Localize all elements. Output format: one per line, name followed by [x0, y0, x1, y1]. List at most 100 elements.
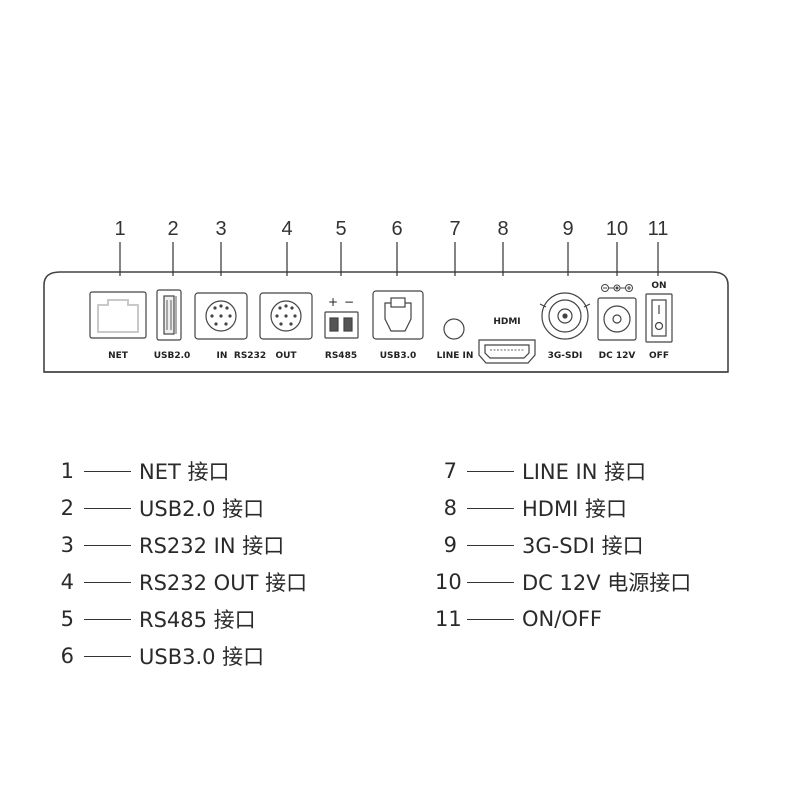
hdmi-top-label: HDMI — [493, 317, 520, 327]
dc-power-port — [597, 297, 637, 341]
legend-number: 7 — [443, 459, 457, 483]
sdi-port — [539, 292, 591, 340]
rs232-out-port-din-icon — [270, 300, 302, 332]
rs232-label: RS232 — [234, 351, 266, 361]
rs485-terminal-icon — [329, 317, 339, 332]
rs232-out-port — [259, 292, 313, 340]
line-in-port — [443, 318, 465, 340]
rs232-out-label: OUT — [275, 351, 297, 361]
callout-number-8: 8 — [497, 218, 508, 240]
legend-item-9: 9 3G-SDI 接口 — [435, 530, 644, 560]
legend-item-2: 2 USB2.0 接口 — [60, 493, 265, 523]
usb2-port-label: USB2.0 — [154, 351, 191, 361]
rs485-port-label: RS485 — [325, 351, 357, 361]
line-in-port-label: LINE IN — [437, 351, 474, 361]
usb2-port — [156, 289, 182, 341]
legend-dash — [84, 544, 131, 546]
callout-number-1: 1 — [114, 218, 125, 240]
dc-port-housing — [597, 297, 637, 341]
rs232-in-port-din-icon — [205, 300, 237, 332]
legend-text: HDMI 接口 — [522, 497, 627, 521]
legend-text: ON/OFF — [522, 607, 603, 631]
legend-item-4: 4 RS232 OUT 接口 — [60, 567, 307, 597]
usb3-port — [372, 290, 424, 340]
line-in-jack-icon — [443, 318, 465, 340]
callout-number-2: 2 — [167, 218, 178, 240]
callout-numbers: 1 2 3 4 5 6 7 8 9 10 11 — [114, 218, 668, 240]
legend-number: 6 — [60, 644, 74, 668]
rs485-minus-label: − — [344, 295, 354, 309]
usb3-port-typeb-icon — [384, 302, 412, 332]
legend-dash — [84, 581, 131, 583]
net-port-housing — [89, 291, 147, 339]
dc-jack-icon — [603, 305, 631, 333]
legend-dash — [84, 470, 131, 472]
legend-number: 8 — [443, 496, 457, 520]
hdmi-port-housing — [478, 339, 536, 364]
legend-dash — [84, 655, 131, 657]
callout-number-6: 6 — [391, 218, 402, 240]
rs232-out-port-housing — [259, 292, 313, 340]
legend-dash — [467, 470, 514, 472]
legend-item-3: 3 RS232 IN 接口 — [60, 530, 285, 560]
legend-item-1: 1 NET 接口 — [60, 456, 230, 486]
device-rear-panel: 1 2 3 4 5 6 7 8 9 10 11 NET USB2.0 — [43, 218, 729, 373]
legend-item-7: 7 LINE IN 接口 — [435, 456, 647, 486]
legend-number: 2 — [60, 496, 74, 520]
power-switch-rocker-icon — [651, 299, 667, 337]
legend-dash — [84, 618, 131, 620]
legend-dash — [467, 581, 514, 583]
legend-text: 3G-SDI 接口 — [522, 534, 644, 558]
dc-port-label: DC 12V — [599, 351, 636, 361]
net-port-socket-icon — [97, 299, 139, 333]
switch-on-label: ON — [651, 281, 666, 291]
legend-text: USB3.0 接口 — [139, 645, 265, 669]
device-body — [43, 271, 729, 373]
callout-number-10: 10 — [606, 218, 628, 240]
usb2-port-housing — [156, 289, 182, 341]
legend-text: RS232 IN 接口 — [139, 534, 285, 558]
rs485-plus-label: + — [328, 295, 338, 309]
legend-item-6: 6 USB3.0 接口 — [60, 641, 265, 671]
legend-dash — [467, 544, 514, 546]
rs232-in-port — [194, 292, 248, 340]
legend-number: 9 — [443, 533, 457, 557]
callout-number-4: 4 — [281, 218, 292, 240]
legend-number: 3 — [60, 533, 74, 557]
sdi-bnc-icon — [557, 308, 573, 324]
callout-number-7: 7 — [449, 218, 460, 240]
legend-text: RS485 接口 — [139, 608, 256, 632]
legend-number: 4 — [60, 570, 74, 594]
sdi-port-label: 3G-SDI — [548, 351, 583, 361]
legend-number: 1 — [60, 459, 74, 483]
callout-number-3: 3 — [215, 218, 226, 240]
switch-off-label: OFF — [649, 351, 669, 361]
callout-lines — [119, 242, 659, 276]
legend-text: RS232 OUT 接口 — [139, 571, 308, 595]
net-port-label: NET — [108, 351, 129, 361]
legend-dash — [467, 618, 514, 620]
power-switch-housing — [645, 293, 673, 343]
hdmi-port — [478, 339, 536, 364]
power-switch — [645, 293, 673, 343]
legend-number: 10 — [435, 570, 462, 594]
callout-number-9: 9 — [562, 218, 573, 240]
legend-item-8: 8 HDMI 接口 — [435, 493, 627, 523]
legend-text: USB2.0 接口 — [139, 497, 265, 521]
rs485-port — [324, 311, 359, 339]
legend-item-5: 5 RS485 接口 — [60, 604, 256, 634]
legend-text: DC 12V 电源接口 — [522, 571, 692, 595]
rs232-in-port-housing — [194, 292, 248, 340]
legend-dash — [467, 507, 514, 509]
legend-item-10: 10 DC 12V 电源接口 — [435, 567, 691, 597]
legend-text: LINE IN 接口 — [522, 460, 647, 484]
usb3-port-housing — [372, 290, 424, 340]
rs232-in-label: IN — [217, 351, 228, 361]
usb2-port-tongue-icon — [163, 295, 175, 335]
dc-polarity-icon — [601, 284, 633, 292]
legend-number: 5 — [60, 607, 74, 631]
rs485-port-housing — [324, 311, 359, 339]
callout-number-11: 11 — [648, 218, 669, 240]
legend-number: 11 — [435, 607, 462, 631]
